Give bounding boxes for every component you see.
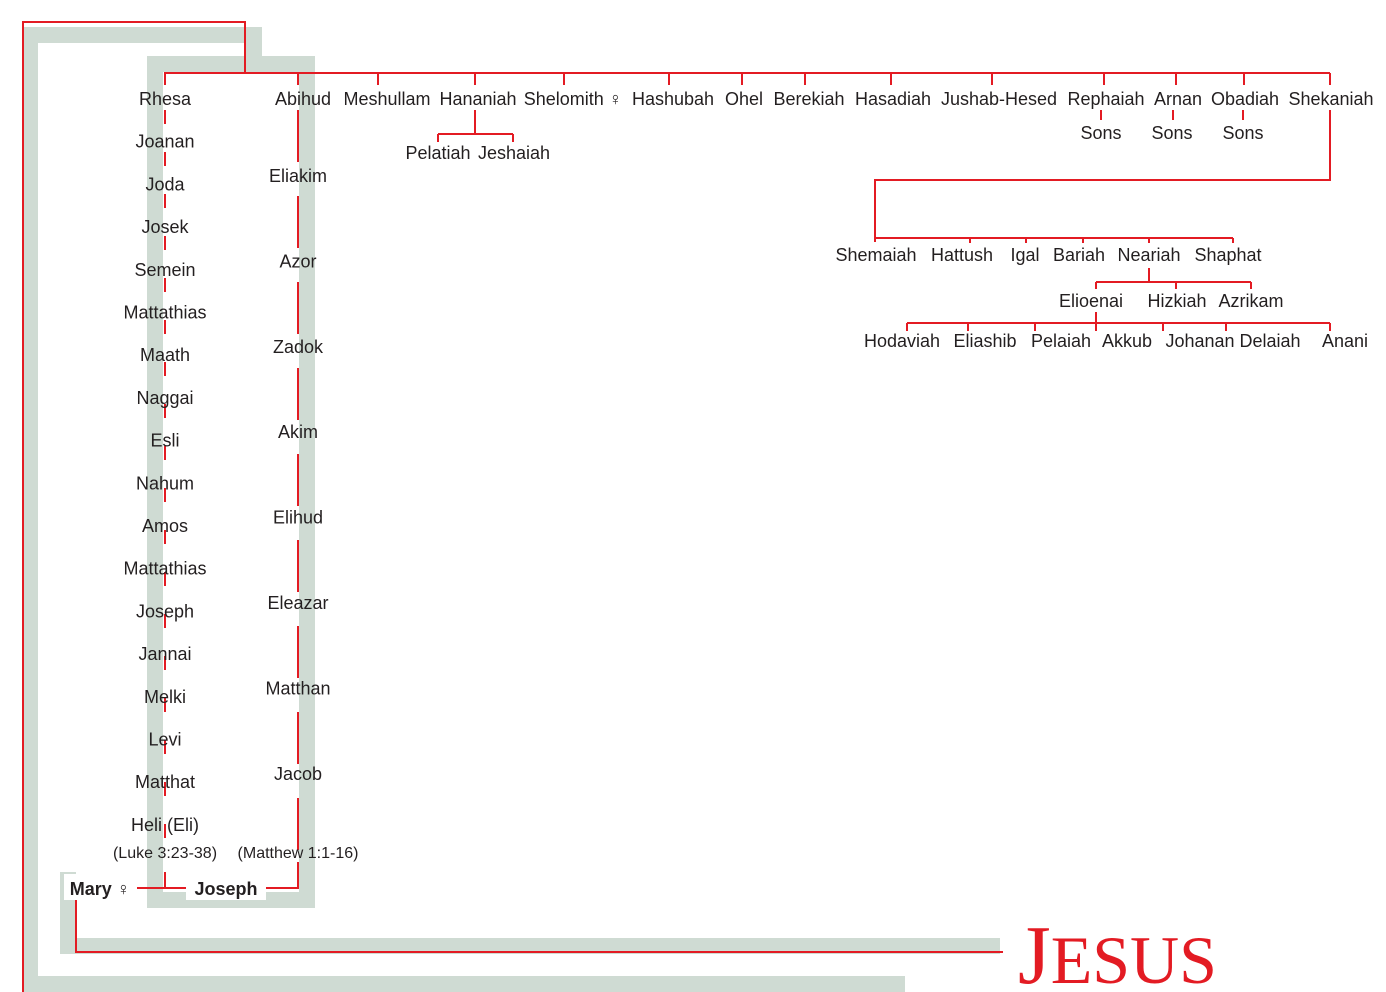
matthew-person: Matthan (265, 678, 330, 698)
outer-line (22, 21, 246, 992)
hananiah-child: Pelatiah (405, 143, 470, 163)
matthew-person: Elihud (273, 508, 323, 528)
neariah-children-lines (1095, 268, 1252, 289)
shekaniah-child: Igal (1010, 245, 1039, 265)
joseph-label: Joseph (194, 879, 257, 899)
top-row-person: Hashubah (632, 89, 714, 109)
label-background (186, 874, 266, 900)
top-row-person: Shelomith ♀ (524, 89, 623, 109)
neariah-child: Hizkiah (1147, 291, 1206, 311)
luke-person: Naggai (136, 388, 193, 408)
top-row-person: Ohel (725, 89, 763, 109)
top-branch-line (164, 72, 1330, 85)
matthew-person: Eliakim (269, 166, 327, 186)
shekaniah-children-lines (874, 110, 1331, 243)
jesus-title: JESUS (1018, 909, 1217, 992)
luke-person: Joda (145, 174, 185, 194)
top-row-person: Shekaniah (1288, 89, 1373, 109)
elioenai-child: Johanan (1165, 331, 1234, 351)
luke-person: Heli (Eli) (131, 815, 199, 835)
sons-connectors (1100, 110, 1244, 120)
elioenai-child: Anani (1322, 331, 1368, 351)
top-row-person: Hananiah (439, 89, 516, 109)
mary-label: Mary ♀ (70, 879, 131, 899)
top-row-person: Abihud (275, 89, 331, 109)
sons-label: Sons (1080, 123, 1121, 143)
matthew-reference: (Matthew 1:1-16) (238, 845, 359, 862)
luke-person: Amos (142, 516, 188, 536)
luke-person: Nahum (136, 473, 194, 493)
matthew-person: Eleazar (267, 593, 328, 613)
elioenai-child: Hodaviah (864, 331, 940, 351)
top-row-person: Rephaiah (1067, 89, 1144, 109)
luke-person: Mattathias (123, 303, 206, 323)
shekaniah-child: Neariah (1117, 245, 1180, 265)
labels: RhesaJoananJodaJosekSemeinMattathiasMaat… (64, 89, 1374, 900)
luke-person: Esli (150, 431, 179, 451)
hananiah-child: Jeshaiah (478, 143, 550, 163)
connector-lines (22, 21, 1331, 992)
top-row-person: Berekiah (773, 89, 844, 109)
top-row-person: Jushab-Hesed (941, 89, 1057, 109)
outer-band (22, 27, 262, 992)
matthew-person: Jacob (274, 764, 322, 784)
luke-person: Semein (134, 260, 195, 280)
sons-label: Sons (1222, 123, 1263, 143)
top-drops (297, 73, 1331, 85)
elioenai-child: Delaiah (1239, 331, 1300, 351)
jesus-title-initial: J (1018, 909, 1051, 992)
shekaniah-child: Bariah (1053, 245, 1105, 265)
luke-person: Rhesa (139, 89, 192, 109)
luke-person: Matthat (135, 772, 195, 792)
elioenai-child: Akkub (1102, 331, 1152, 351)
top-row-person: Arnan (1154, 89, 1202, 109)
shekaniah-child: Shemaiah (835, 245, 916, 265)
luke-person: Joanan (135, 132, 194, 152)
luke-person: Jannai (138, 644, 191, 664)
shekaniah-child: Hattush (931, 245, 993, 265)
luke-person: Mattathias (123, 559, 206, 579)
shekaniah-child: Shaphat (1194, 245, 1261, 265)
top-row-person: Hasadiah (855, 89, 931, 109)
label-background (64, 874, 134, 900)
elioenai-child: Pelaiah (1031, 331, 1091, 351)
neariah-child: Elioenai (1059, 291, 1123, 311)
elioenai-children-lines (906, 312, 1331, 331)
luke-person: Joseph (136, 601, 194, 621)
luke-reference: (Luke 3:23-38) (113, 845, 217, 862)
matthew-person: Azor (279, 251, 316, 271)
matthew-person: Akim (278, 422, 318, 442)
luke-person: Josek (141, 217, 189, 237)
matthew-person: Zadok (273, 337, 324, 357)
top-row-person: Meshullam (343, 89, 430, 109)
elioenai-child: Eliashib (953, 331, 1016, 351)
mary-joseph-line (137, 862, 299, 889)
luke-person: Maath (140, 345, 190, 365)
luke-person: Levi (148, 730, 181, 750)
top-row-person: Obadiah (1211, 89, 1279, 109)
hananiah-children-lines (437, 110, 514, 142)
neariah-child: Azrikam (1218, 291, 1283, 311)
mary-to-jesus-line (75, 898, 1003, 953)
jesus-title-rest: ESUS (1051, 922, 1217, 992)
luke-person: Melki (144, 687, 186, 707)
sons-label: Sons (1151, 123, 1192, 143)
